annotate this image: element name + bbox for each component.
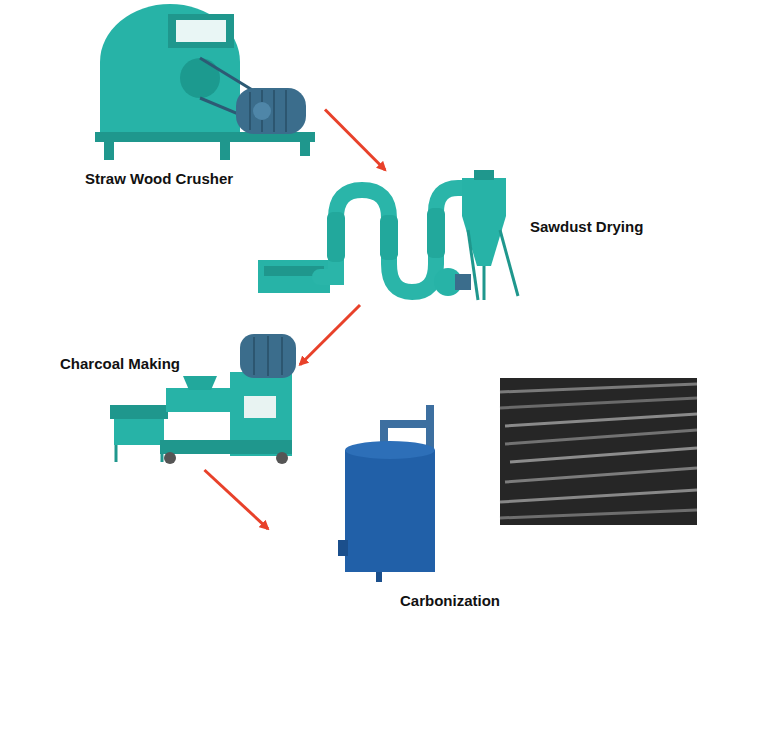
machine-label: Charcoal Making bbox=[60, 355, 180, 373]
crusher-illustration bbox=[95, 4, 315, 160]
dryer-illustration bbox=[258, 170, 518, 300]
process-arrow bbox=[325, 109, 385, 170]
dryer-machine: Sawdust Drying bbox=[255, 170, 675, 305]
machine-label: Straw Wood Crusher bbox=[85, 170, 233, 188]
charcoal-photo bbox=[500, 378, 697, 525]
process-arrow bbox=[300, 305, 360, 365]
briquette-machine: Charcoal Making bbox=[55, 335, 300, 470]
crusher-machine: Straw Wood Crusher bbox=[85, 0, 325, 192]
kiln-illustration bbox=[338, 405, 435, 582]
machine-label: Sawdust Drying bbox=[530, 218, 643, 236]
machine-label: Carbonization bbox=[400, 592, 500, 610]
briquette-machine-illustration bbox=[110, 334, 296, 464]
kiln-machine: Carbonization bbox=[268, 405, 528, 615]
process-arrow bbox=[204, 470, 268, 529]
